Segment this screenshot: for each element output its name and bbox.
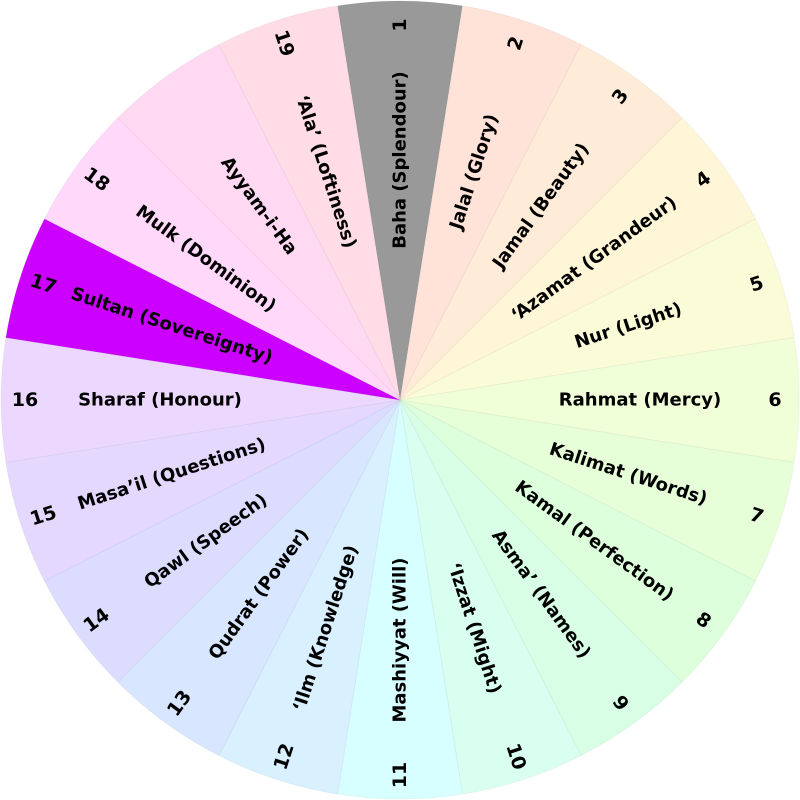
month-number: 16 — [12, 389, 38, 411]
month-segment: Mashiyyat (Will) 11 — [337, 399, 463, 800]
segment-wedge — [218, 399, 401, 795]
segment-wedge — [218, 5, 401, 401]
segment-wedge — [399, 399, 582, 795]
month-label: Mashiyyat (Will) — [390, 557, 411, 722]
segment-wedge — [399, 337, 800, 463]
month-number: 1 — [389, 18, 411, 31]
segment-wedge — [43, 399, 401, 683]
month-segment: Rahmat (Mercy) 6 — [399, 337, 800, 463]
segment-wedge — [399, 117, 757, 401]
month-number: 6 — [768, 389, 781, 411]
segment-wedge — [399, 399, 683, 757]
month-segment: Jalal (Glory)2 — [399, 5, 582, 401]
segment-wedge — [117, 43, 401, 401]
segment-wedge — [399, 399, 795, 582]
month-segment: ‘Izzat (Might)10 — [399, 399, 582, 795]
month-segment: Sharaf (Honour) 16 — [0, 337, 401, 463]
month-segment: Masa’il (Questions)15 — [5, 399, 401, 582]
month-number: 5 — [747, 272, 766, 297]
month-segment: Nur (Light)5 — [399, 218, 795, 401]
segment-wedge — [399, 218, 795, 401]
month-number: 2 — [503, 34, 528, 53]
month-segment: Jamal (Beauty)3 — [399, 43, 683, 401]
segment-wedge — [399, 399, 757, 683]
month-label: Baha (Splendour) — [390, 71, 411, 249]
month-label: Sharaf (Honour) — [78, 390, 242, 411]
segment-wedge — [5, 399, 401, 582]
segment-wedge — [399, 43, 683, 401]
month-number: 11 — [389, 762, 411, 788]
segment-wedge — [0, 337, 401, 463]
month-segment: Baha (Splendour) 1 — [337, 0, 463, 401]
segment-wedge — [399, 5, 582, 401]
month-label: Rahmat (Mercy) — [559, 390, 721, 411]
segment-wedge — [337, 0, 463, 401]
segment-wedge — [5, 218, 401, 401]
month-number: 7 — [747, 503, 766, 528]
segment-wedge — [337, 399, 463, 800]
segment-wedge — [43, 117, 401, 401]
segment-wedge — [117, 399, 401, 757]
